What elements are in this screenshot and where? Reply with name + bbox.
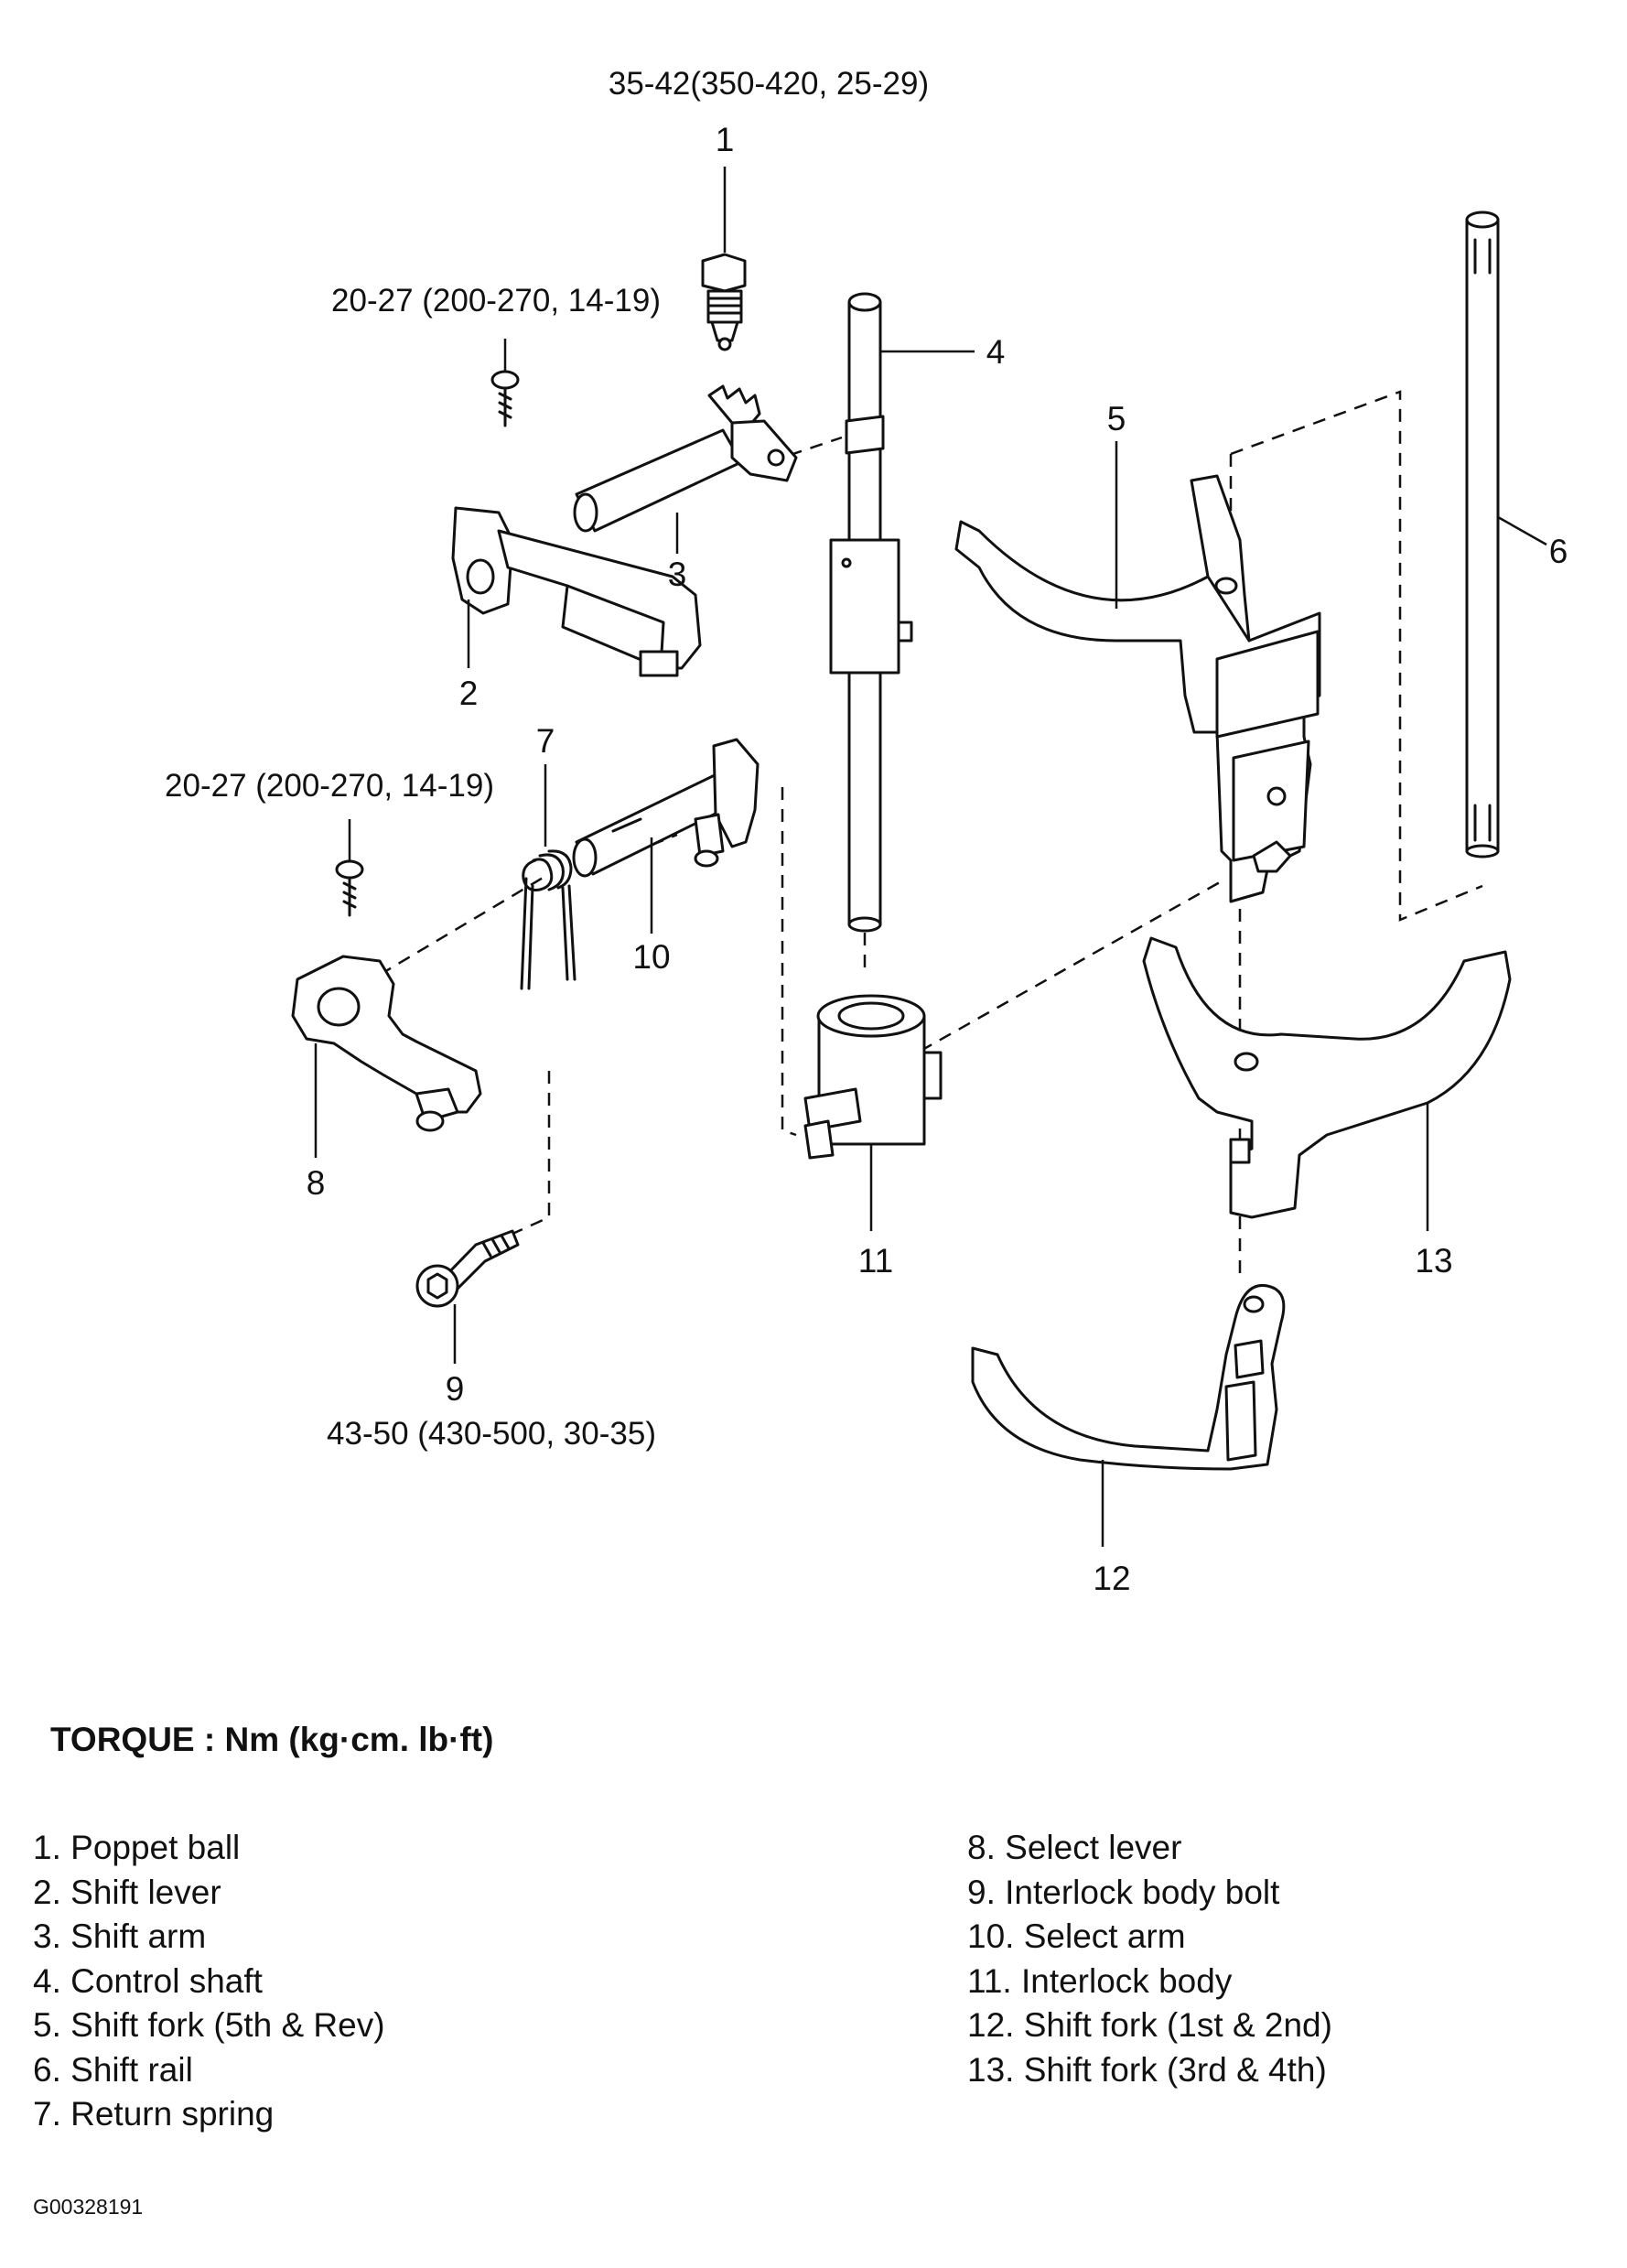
legend-item: 5. Shift fork (5th & Rev) (33, 2006, 385, 2044)
callout-13: 13 (1415, 1242, 1452, 1280)
torque-select-lever-bolt: 20-27 (200-270, 14-19) (165, 768, 494, 804)
legend-item: 13. Shift fork (3rd & 4th) (967, 2050, 1327, 2089)
legend-item: 9. Interlock body bolt (967, 1873, 1280, 1911)
callout-9: 9 (446, 1370, 465, 1408)
legend-item: 7. Return spring (33, 2095, 275, 2133)
legend-item: 3. Shift arm (33, 1917, 207, 1955)
callout-10: 10 (632, 938, 670, 976)
parts-legend-right: 8. Select lever 9. Interlock body bolt 1… (967, 1826, 1332, 2092)
legend-item: 1. Poppet ball (33, 1829, 241, 1866)
callout-7: 7 (536, 722, 555, 760)
legend-item: 8. Select lever (967, 1829, 1182, 1866)
figure-code: G00328191 (33, 2195, 144, 2219)
poppet-ball-part (701, 253, 747, 351)
leader-lines (314, 167, 1547, 1547)
torque-units-heading: TORQUE : Nm (kg·cm. lb·ft) (50, 1721, 494, 1758)
parts-legend-left: 1. Poppet ball 2. Shift lever 3. Shift a… (33, 1826, 385, 2137)
interlock-body-part (803, 994, 943, 1160)
legend-item: 11. Interlock body (967, 1961, 1233, 2000)
shift-rail-part (1465, 211, 1500, 859)
shift-fork-5th-rev-part (954, 474, 1321, 903)
legend-item: 6. Shift rail (33, 2050, 193, 2089)
shift-lever-bolt-part (490, 370, 520, 427)
callout-numbers: 1 2 3 4 5 6 7 8 9 10 11 12 13 (307, 121, 1568, 1597)
legend-item: 12. Shift fork (1st & 2nd) (967, 2006, 1332, 2044)
return-spring-part (520, 849, 576, 990)
callout-2: 2 (459, 675, 479, 712)
shift-fork-1st-2nd-part (971, 1283, 1286, 1471)
callout-11: 11 (858, 1242, 893, 1280)
torque-poppet-ball: 35-42(350-420, 25-29) (609, 66, 929, 102)
legend-item: 4. Control shaft (33, 1961, 263, 2000)
select-lever-part (291, 955, 482, 1132)
callout-12: 12 (1093, 1560, 1130, 1597)
select-arm-part (572, 738, 760, 878)
shift-lever-part (451, 506, 702, 677)
torque-interlock-bolt: 43-50 (430-500, 30-35) (327, 1416, 656, 1452)
legend-item: 10. Select arm (967, 1917, 1186, 1955)
control-shaft-part (829, 292, 913, 933)
callout-4: 4 (986, 333, 1006, 371)
interlock-body-bolt-part (415, 1229, 520, 1308)
legend-item: 2. Shift lever (33, 1873, 221, 1911)
callout-1: 1 (716, 121, 735, 158)
torque-shift-lever-bolt: 20-27 (200-270, 14-19) (331, 283, 661, 319)
callout-3: 3 (668, 556, 687, 593)
exploded-parts-diagram: 35-42(350-420, 25-29) 20-27 (200-270, 14… (165, 66, 1568, 1597)
callout-5: 5 (1107, 400, 1126, 437)
shift-fork-3rd-4th-part (1142, 936, 1512, 1219)
shift-arm-part (573, 384, 798, 533)
callout-8: 8 (307, 1164, 326, 1202)
callout-6: 6 (1549, 533, 1568, 570)
select-lever-bolt-part (335, 859, 364, 917)
